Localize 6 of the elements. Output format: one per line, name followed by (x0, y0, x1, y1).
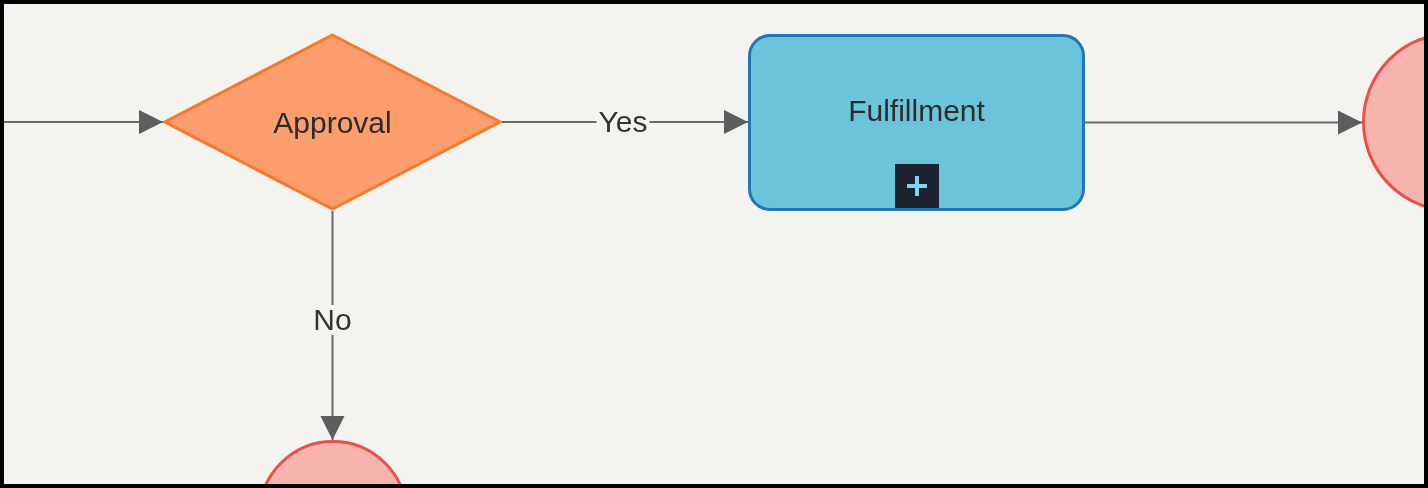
node-text: Approval (273, 104, 392, 141)
arrow (1084, 110, 1363, 135)
arrow (320, 210, 345, 441)
task-box (748, 34, 1085, 211)
arrow (4, 110, 164, 134)
node-text: Fulfillment (848, 93, 985, 129)
